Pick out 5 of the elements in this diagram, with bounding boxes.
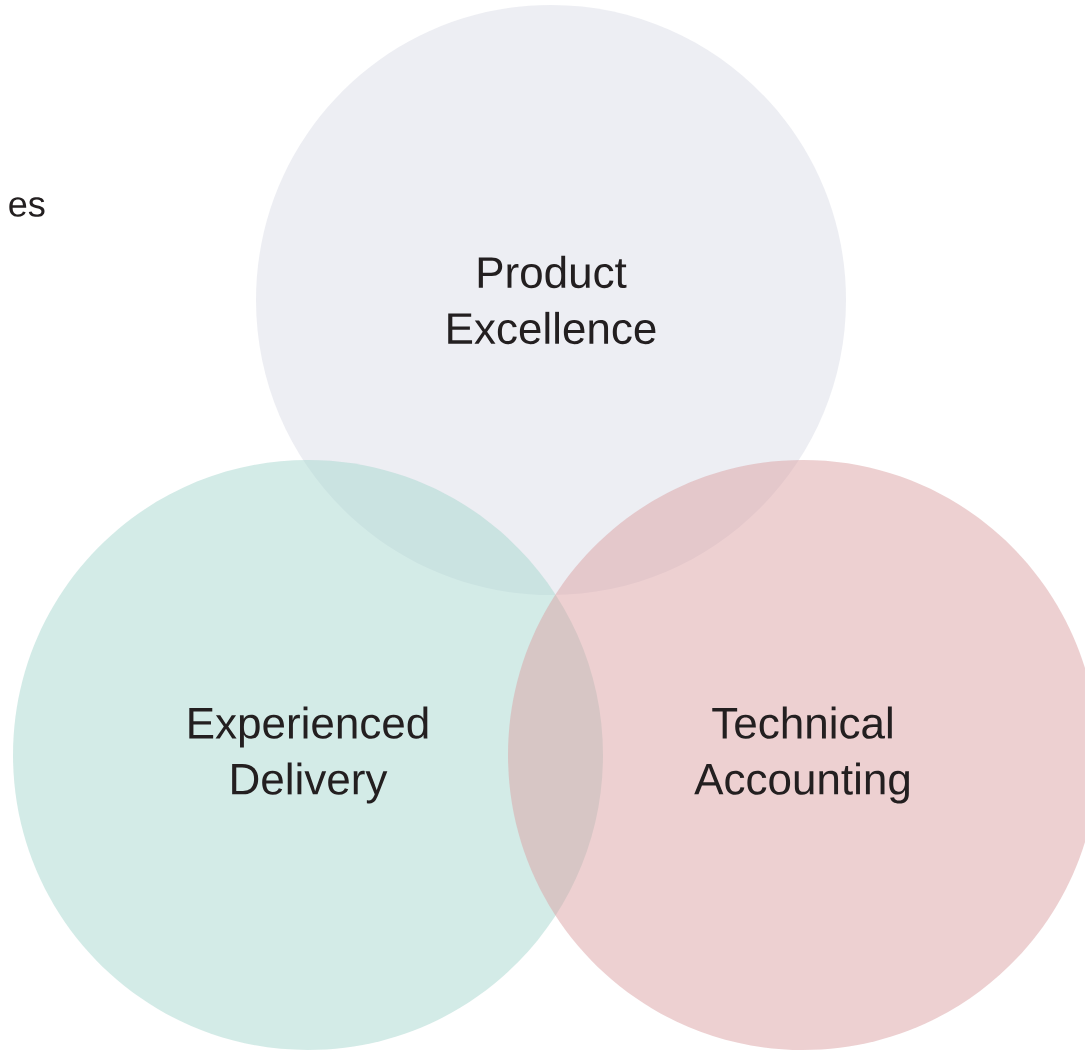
circle-label: Technical Accounting [694, 706, 909, 804]
circle-label: Experienced Delivery [189, 706, 428, 804]
text-fragment: es [9, 197, 45, 217]
venn-circle [256, 5, 846, 595]
circle-label: Product Excellence [448, 255, 656, 345]
